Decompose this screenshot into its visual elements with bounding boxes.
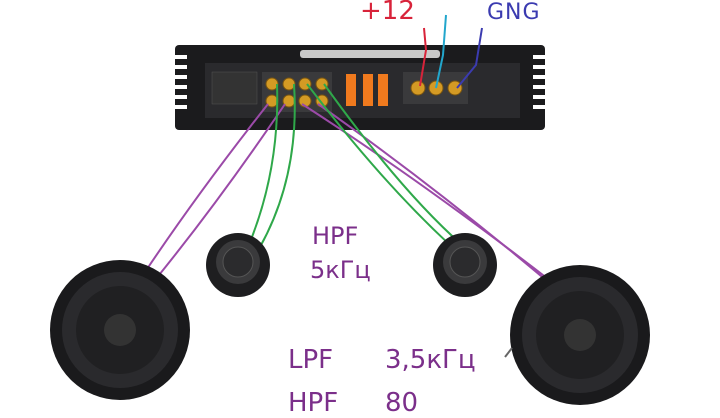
left-tweeter — [206, 233, 270, 297]
woofer-lpf-label: LPF — [288, 345, 334, 375]
right-woofer — [510, 265, 650, 405]
right-tweeter — [433, 233, 497, 297]
power-label: +12 — [360, 0, 415, 26]
tweeter-filter-label: HPF — [312, 222, 359, 250]
ground-label: GNG — [487, 0, 541, 25]
tweeter-freq-label: 5кГц — [310, 256, 371, 284]
fuses — [346, 74, 388, 106]
power-wire — [419, 27, 428, 87]
speaker-wires — [144, 83, 561, 293]
woofer-hpf-freq-label: 80 — [385, 388, 419, 418]
pen-cursor-icon — [504, 347, 513, 358]
amplifier-wiring-diagram — [50, 14, 650, 405]
woofer-lpf-freq-label: 3,5кГц — [385, 345, 476, 375]
left-woofer — [50, 260, 190, 400]
ground-wire — [456, 27, 483, 89]
amplifier — [175, 45, 545, 130]
speaker-terminals — [265, 77, 329, 108]
woofer-hpf-label: HPF — [288, 388, 339, 418]
remote-wire — [435, 14, 447, 89]
